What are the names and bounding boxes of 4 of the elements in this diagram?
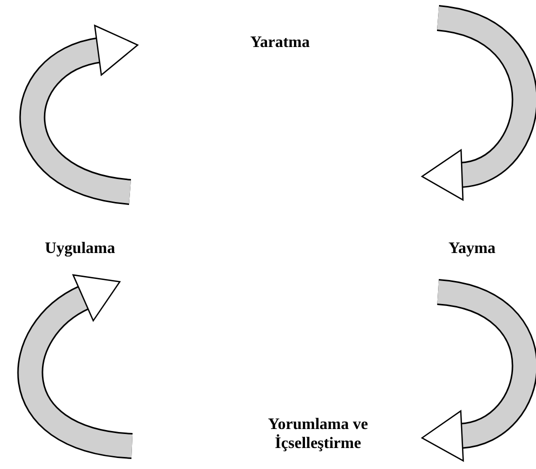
stage-label: Uygulama [44, 239, 116, 259]
stage-label: Yaratma [250, 33, 310, 53]
stage-label: Yayma [448, 239, 496, 259]
stage-label: Yorumlama ve İçselleştirme [267, 414, 369, 454]
